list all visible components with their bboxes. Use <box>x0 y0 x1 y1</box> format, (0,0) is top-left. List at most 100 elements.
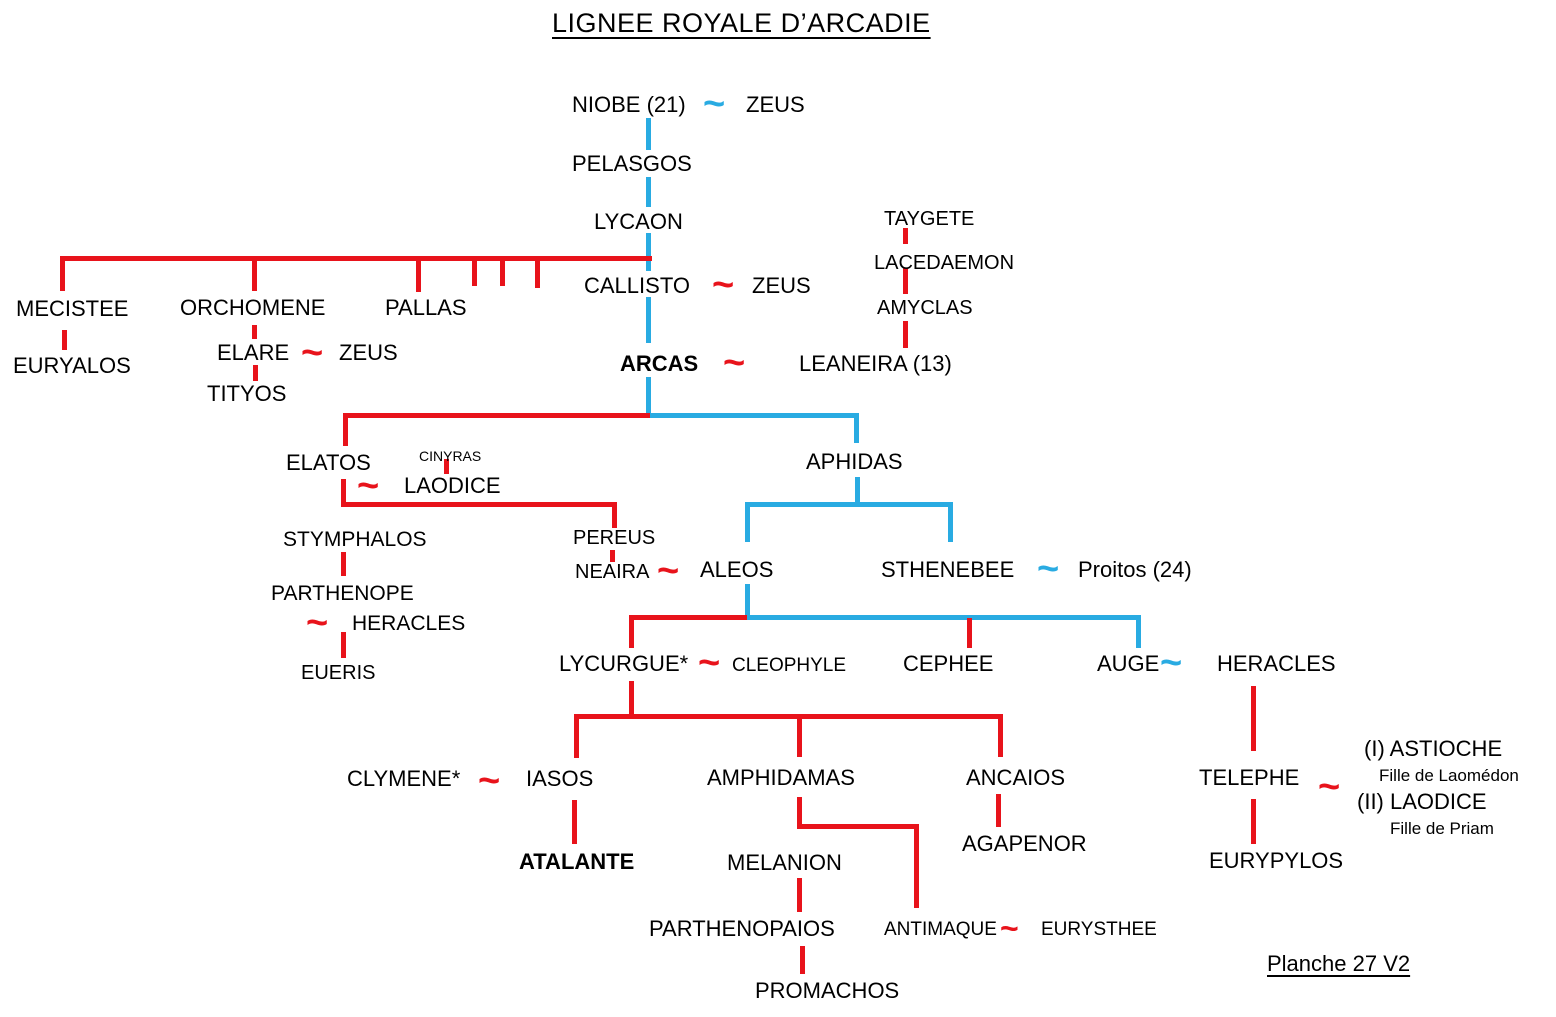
edge-iasos-atalante <box>572 800 577 844</box>
edge-cinyras-laodice <box>444 459 449 474</box>
node-amyclas: AMYCLAS <box>877 297 973 319</box>
node-cleophyle: CLEOPHYLE <box>732 655 847 676</box>
edge-lycaon-callisto <box>646 233 651 271</box>
node-lycurgue: LYCURGUE* <box>559 651 689 676</box>
node-melanion: MELANION <box>727 850 842 875</box>
bar-aphidas-children <box>745 502 953 507</box>
node-elatos: ELATOS <box>286 450 371 475</box>
drop-child-unnamed-3 <box>535 256 540 288</box>
node-parthenopaios: PARTHENOPAIOS <box>649 916 835 941</box>
union-tilde-neaira-aleos: ~ <box>657 550 680 592</box>
drop-child-unnamed-1 <box>472 256 477 286</box>
edge-telephe-eurypylos <box>1251 799 1256 844</box>
edge-parthenope-eueris <box>341 632 346 658</box>
drop-elatos <box>343 413 348 446</box>
node-telephe: TELEPHE <box>1199 765 1300 790</box>
drop-mecistee <box>60 256 65 291</box>
node-iasos: IASOS <box>526 766 594 791</box>
node-amphidamas: AMPHIDAMAS <box>707 765 855 790</box>
node-stymphalos: STYMPHALOS <box>283 528 427 551</box>
bar-lycurgue-children <box>574 714 1003 719</box>
edge-callisto-arcas <box>646 297 651 343</box>
node-antimaque: ANTIMAQUE <box>884 919 997 940</box>
node-sthenebee: STHENEBEE <box>881 557 1015 582</box>
node-neaira: NEAIRA <box>575 561 650 583</box>
edge-elare-tityos <box>253 365 258 381</box>
node-tityos: TITYOS <box>207 381 287 406</box>
node-proitos: Proitos (24) <box>1078 557 1192 582</box>
edge-taygete-lacedaemon <box>903 228 908 244</box>
edge-amyclas-leaneira <box>903 321 908 348</box>
node-aphidas: APHIDAS <box>806 449 903 474</box>
bar-arcas-children-red <box>343 413 650 418</box>
edge-parthenopaios-promachos <box>800 946 805 974</box>
node-clymene: CLYMENE* <box>347 766 461 791</box>
node-laodice2: (II) LAODICE <box>1357 789 1487 814</box>
edge-amphidamas-bar <box>797 797 802 827</box>
node-laodice2-note: Fille de Priam <box>1390 819 1494 838</box>
page-title: LIGNEE ROYALE D’ARCADIE <box>552 8 931 38</box>
drop-orchomene <box>252 256 257 291</box>
node-heracles-auge: HERACLES <box>1217 651 1336 676</box>
node-lacedaemon: LACEDAEMON <box>874 252 1015 274</box>
node-cinyras: CINYRAS <box>419 448 482 464</box>
edge-ancaios-agapenor <box>996 794 1001 827</box>
edge-pelasgos-lycaon <box>646 177 651 207</box>
node-lycaon: LYCAON <box>594 209 683 234</box>
node-zeus-elare: ZEUS <box>339 340 398 365</box>
drop-antimaque <box>914 824 919 908</box>
edge-niobe-pelasgos <box>646 118 651 150</box>
node-pallas: PALLAS <box>385 295 467 320</box>
node-zeus-callisto: ZEUS <box>752 273 811 298</box>
edge-elatos-bar <box>341 479 346 505</box>
bar-aleos-children-red <box>629 615 747 620</box>
edge-arcas-children <box>646 377 651 417</box>
node-agapenor: AGAPENOR <box>962 831 1087 856</box>
union-tilde-elare-zeus: ~ <box>301 332 324 374</box>
edge-melanion-parthenopaios <box>797 878 802 912</box>
drop-ancaios <box>998 714 1003 757</box>
node-zeus-niobe: ZEUS <box>746 92 805 117</box>
node-pereus: PEREUS <box>573 527 656 549</box>
node-heracles-parthenope: HERACLES <box>352 612 466 635</box>
drop-amphidamas <box>797 714 802 757</box>
node-eueris: EUERIS <box>301 662 376 684</box>
node-eurypylos: EURYPYLOS <box>1209 848 1344 873</box>
drop-pallas <box>416 256 421 292</box>
edge-pereus-neaira <box>610 550 615 562</box>
node-laodice: LAODICE <box>404 473 501 498</box>
union-tilde-elatos-laodice: ~ <box>357 465 380 507</box>
node-orchomene: ORCHOMENE <box>180 295 326 320</box>
node-cephee: CEPHEE <box>903 651 994 676</box>
edge-stymphalos-parthenope <box>341 552 346 576</box>
drop-lycurgue <box>629 618 634 648</box>
node-eurysthee: EURYSTHEE <box>1041 919 1157 940</box>
edge-aleos-bar <box>745 584 750 617</box>
drop-pereus <box>612 502 617 528</box>
node-ancaios: ANCAIOS <box>966 765 1066 790</box>
union-tilde-telephe-wives: ~ <box>1318 766 1341 808</box>
node-niobe: NIOBE (21) <box>572 92 686 117</box>
union-tilde-parthenope-heracles: ~ <box>306 602 329 644</box>
bar-elatos-children <box>341 502 617 507</box>
edge-lacedaemon-amyclas <box>903 268 908 294</box>
node-arcas: ARCAS <box>620 351 699 376</box>
drop-sthenebee <box>948 502 953 542</box>
union-tilde-arcas-leaneira: ~ <box>723 342 746 384</box>
node-parthenope: PARTHENOPE <box>271 582 414 605</box>
node-auge: AUGE <box>1097 651 1160 676</box>
node-mecistee: MECISTEE <box>16 296 129 321</box>
union-tilde-antimaque-eurysthee: ~ <box>1000 910 1019 946</box>
union-tilde-lycurgue-cleophyle: ~ <box>698 642 721 684</box>
node-taygete: TAYGETE <box>884 208 975 230</box>
node-promachos: PROMACHOS <box>755 978 900 1003</box>
drop-child-unnamed-2 <box>500 256 505 286</box>
node-pelasgos: PELASGOS <box>572 151 692 176</box>
union-tilde-auge-heracles: ~ <box>1160 642 1183 684</box>
node-atalante: ATALANTE <box>519 849 635 874</box>
bar-amphidamas-children <box>797 824 919 829</box>
node-elare: ELARE <box>217 340 290 365</box>
edge-lycurgue-bar <box>629 681 634 717</box>
bar-aleos-children-blue <box>747 615 1141 620</box>
